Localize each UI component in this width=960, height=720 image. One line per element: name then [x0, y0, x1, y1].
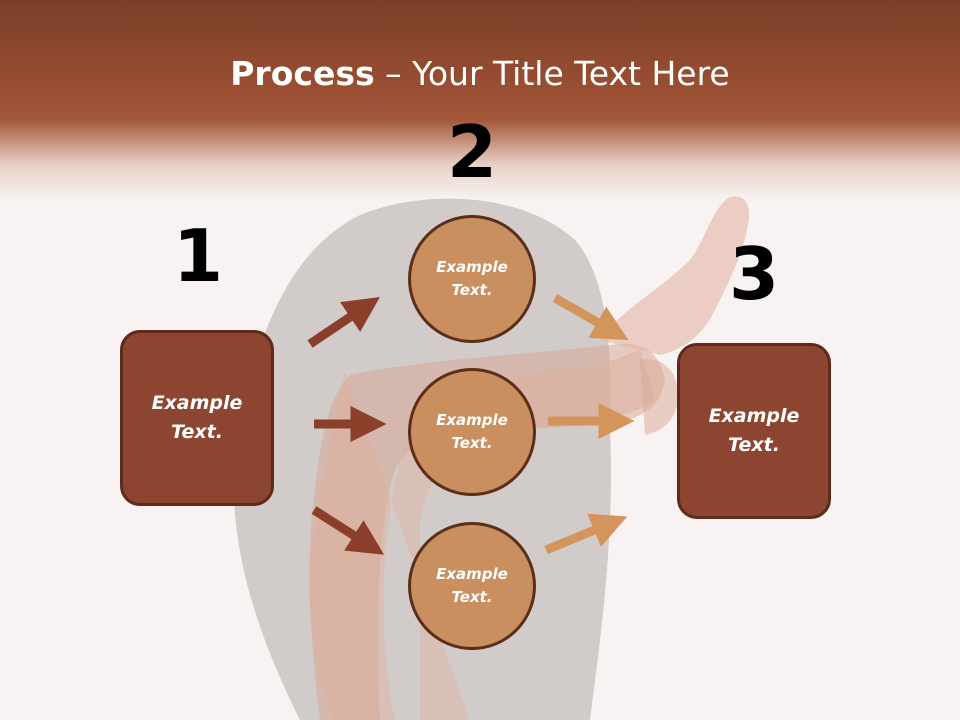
title-rest: – Your Title Text Here [374, 54, 730, 93]
right-box-text: Example Text. [708, 405, 800, 456]
circle-top-text: Example Text. [436, 258, 508, 299]
step-number-3: 3 [728, 232, 780, 316]
right-process-box[interactable]: Example Text. [677, 343, 831, 519]
arrow-left-to-top [307, 296, 380, 348]
left-box-text: Example Text. [151, 392, 243, 443]
process-circle-middle[interactable]: Example Text. [408, 368, 536, 496]
circle-bottom-text: Example Text. [436, 565, 508, 606]
circle-middle-text: Example Text. [436, 411, 508, 452]
title-bold: Process [230, 54, 375, 93]
arrow-bottom-to-right [544, 513, 628, 555]
process-circle-top[interactable]: Example Text. [408, 215, 536, 343]
header-band [0, 0, 960, 200]
arrow-left-to-bottom [311, 506, 385, 555]
slide-title: Process – Your Title Text Here [0, 52, 960, 96]
arrow-top-to-right [552, 294, 629, 341]
step-number-1: 1 [172, 214, 224, 298]
left-process-box[interactable]: Example Text. [120, 330, 274, 506]
process-circle-bottom[interactable]: Example Text. [408, 522, 536, 650]
step-number-2: 2 [446, 110, 498, 194]
